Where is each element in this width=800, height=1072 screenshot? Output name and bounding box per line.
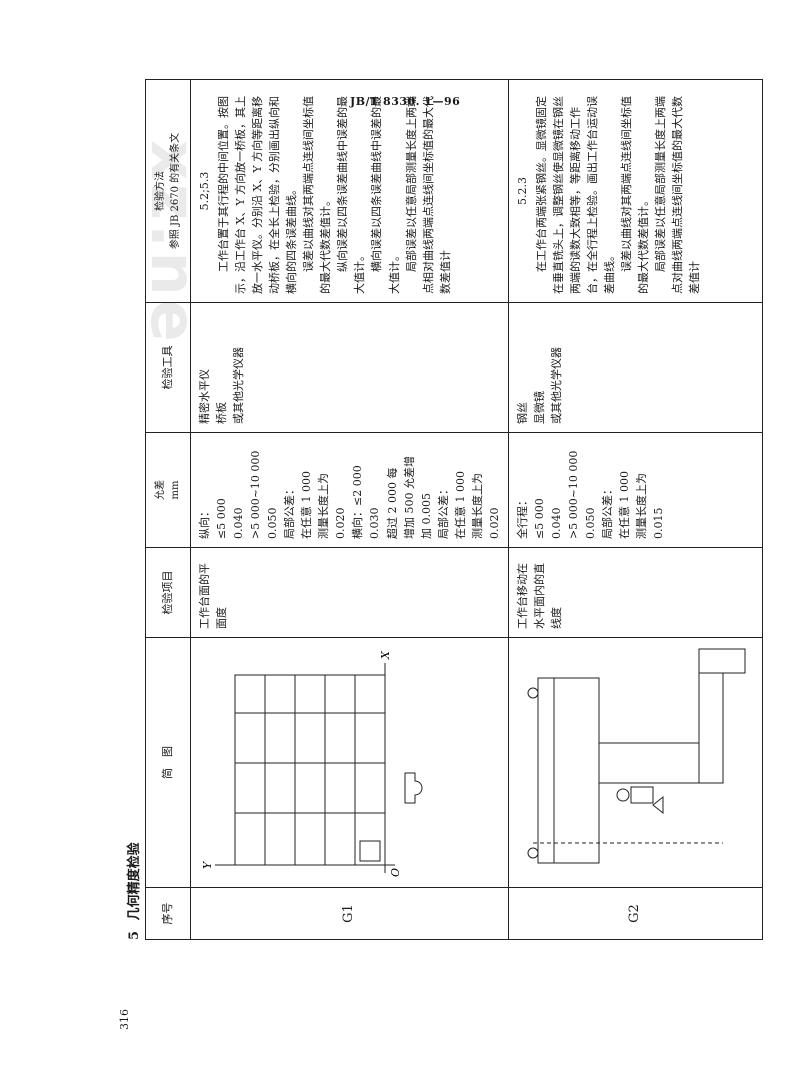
tool-line: 钢丝 xyxy=(515,402,529,424)
tol-line: 全行程： xyxy=(515,495,529,539)
item-line: 水平面内的直 xyxy=(532,563,546,629)
tolerance-cell: 全行程： ≤5 000 0.040 >5 000~10 000 0.050 局部… xyxy=(508,432,763,548)
tool-cell: 钢丝 显微镜 或其他光学仪器 xyxy=(508,302,763,433)
item-line: 工作台移动在 xyxy=(515,563,529,629)
tol-line: 增加 500 允差增 xyxy=(402,456,416,539)
item-line: 工作台面的平 xyxy=(198,563,211,629)
col-method: 检验方法 参照 JB 2670 的有关条文 xyxy=(145,79,191,303)
flatness-diagram: X Y O xyxy=(201,650,423,877)
method-paragraph: 在工作台两端张紧钢丝。显微镜固定在垂直铣头上，调整钢丝使显微镜在钢丝两端的读数大… xyxy=(534,96,617,294)
tol-line: 0.030 xyxy=(368,507,382,540)
tol-line: 局部公差： xyxy=(601,484,615,539)
row-seq: G2 xyxy=(508,887,763,940)
method-paragraph: 误差以曲线对其两端点连线间坐标值的最大代数差值计。 xyxy=(302,96,333,294)
section-heading: 5 几何精度检验 xyxy=(123,836,142,940)
tol-line: 测量长度上为 xyxy=(470,473,484,539)
item-cell: 工作台面的平 面度 xyxy=(190,547,509,638)
tol-line: 局部公差： xyxy=(436,484,450,539)
tool-line: 显微镜 xyxy=(532,391,546,424)
table-row-g2: G2 工作台移动在 水平面内的直 xyxy=(508,79,763,940)
tol-line: 0.020 xyxy=(334,507,348,540)
tol-line: 在任意 1 000 xyxy=(453,471,467,539)
col-item: 检验项目 xyxy=(145,547,191,638)
tol-line: 测量长度上为 xyxy=(635,473,649,539)
tol-line: ≤5 000 xyxy=(532,498,546,539)
item-line: 面度 xyxy=(215,607,229,629)
tol-line: 在任意 1 000 xyxy=(618,471,632,539)
axis-x-label: X xyxy=(379,650,392,660)
col-diagram: 简 图 xyxy=(145,637,191,888)
tol-line: 0.050 xyxy=(266,507,280,540)
tol-line: 局部公差： xyxy=(283,484,297,539)
standard-header: JB/T 8330. 1—96 xyxy=(350,95,461,108)
method-ref: 5.2.3 xyxy=(515,177,529,205)
row-seq: G1 xyxy=(190,887,509,940)
tol-line: 超过 2 000 每 xyxy=(385,467,399,539)
method-cell: 5.2.3 在工作台两端张紧钢丝。显微镜固定在垂直铣头上，调整钢丝使显微镜在钢丝… xyxy=(508,79,763,303)
tolerance-cell: 纵向： ≤5 000 0.040 >5 000~10 000 0.050 局部公… xyxy=(190,432,509,548)
method-paragraph: 横向误差以四条误差曲线中误差的最大值计。 xyxy=(370,96,401,294)
section-title: 几何精度检验 xyxy=(127,842,142,921)
method-paragraph: 局部误差以任意局部测量长度上两端点相对曲线两端点连线间坐标值的最大代数差值计 xyxy=(404,96,452,294)
table-header-row: 序号 简 图 检验项目 允差 mm 检验工具 检验方法 参照 JB 2670 的… xyxy=(145,79,191,940)
method-paragraph: 误差以曲线对其两端点连线间坐标值的最大代数差值计。 xyxy=(620,96,651,294)
tool-cell: 精密水平仪 桥板 或其他光学仪器 xyxy=(190,302,509,433)
col-tool: 检验工具 xyxy=(145,302,191,433)
straightness-diagram xyxy=(527,648,746,864)
col-method-ref: 参照 JB 2670 的有关条文 xyxy=(170,132,181,250)
col-method-label: 检验方法 xyxy=(154,171,166,211)
tol-line: ≤5 000 xyxy=(215,498,229,539)
method-paragraph: 纵向误差以四条误差曲线中误差的最大值计。 xyxy=(336,96,367,294)
tool-line: 精密水平仪 xyxy=(198,369,211,424)
col-seq: 序号 xyxy=(145,887,191,940)
page-number: 316 xyxy=(118,1009,131,1030)
method-paragraph: 局部误差以任意局部测量长度上两端点对曲线两端点连线间坐标值的最大代数差值计 xyxy=(654,96,702,294)
item-line: 线度 xyxy=(549,607,563,629)
tol-line: >5 000~10 000 xyxy=(566,450,580,539)
table-row-g1: G1 X Y O xyxy=(190,79,509,940)
tol-line: 0.020 xyxy=(487,507,501,540)
method-paragraph: 工作台置于其行程的中间位置。按图示，沿工作台 X、Y 方向放一桥板，其上放一水平… xyxy=(217,95,299,294)
col-tolerance-label: 允差 xyxy=(154,480,166,500)
origin-label: O xyxy=(389,868,402,877)
tol-line: >5 000~10 000 xyxy=(249,450,263,539)
tol-line: 纵向： xyxy=(198,506,211,539)
tol-line: 在任意 1 000 xyxy=(300,471,314,539)
diagram-straightness xyxy=(508,637,763,888)
axis-y-label: Y xyxy=(201,860,214,869)
col-tolerance: 允差 mm xyxy=(145,432,191,548)
tool-line: 或其他光学仪器 xyxy=(232,347,246,424)
section-number: 5 xyxy=(127,930,142,940)
tol-line: 加 0.005 xyxy=(419,493,433,539)
tol-line: 0.040 xyxy=(232,507,246,540)
col-tolerance-unit: mm xyxy=(170,480,181,500)
tol-line: 测量长度上为 xyxy=(317,473,331,539)
item-cell: 工作台移动在 水平面内的直 线度 xyxy=(508,547,763,638)
tol-line: 0.040 xyxy=(549,507,563,540)
tol-line: 0.050 xyxy=(584,507,598,540)
method-cell: 5.2;5.3 工作台置于其行程的中间位置。按图示，沿工作台 X、Y 方向放一桥… xyxy=(190,79,509,303)
inspection-table: 序号 简 图 检验项目 允差 mm 检验工具 检验方法 参照 JB 2670 的… xyxy=(145,79,763,940)
tool-line: 或其他光学仪器 xyxy=(549,347,563,424)
method-ref: 5.2;5.3 xyxy=(198,171,211,211)
tool-line: 桥板 xyxy=(215,402,229,424)
rotated-table-page: 5 几何精度检验 序号 简 图 检验项目 允差 mm 检验工具 检验方法 参照 … xyxy=(127,40,763,940)
tol-line: 横向：≤2 000 xyxy=(351,465,365,539)
tol-line: 0.015 xyxy=(652,507,666,540)
diagram-flatness: X Y O xyxy=(190,637,509,888)
